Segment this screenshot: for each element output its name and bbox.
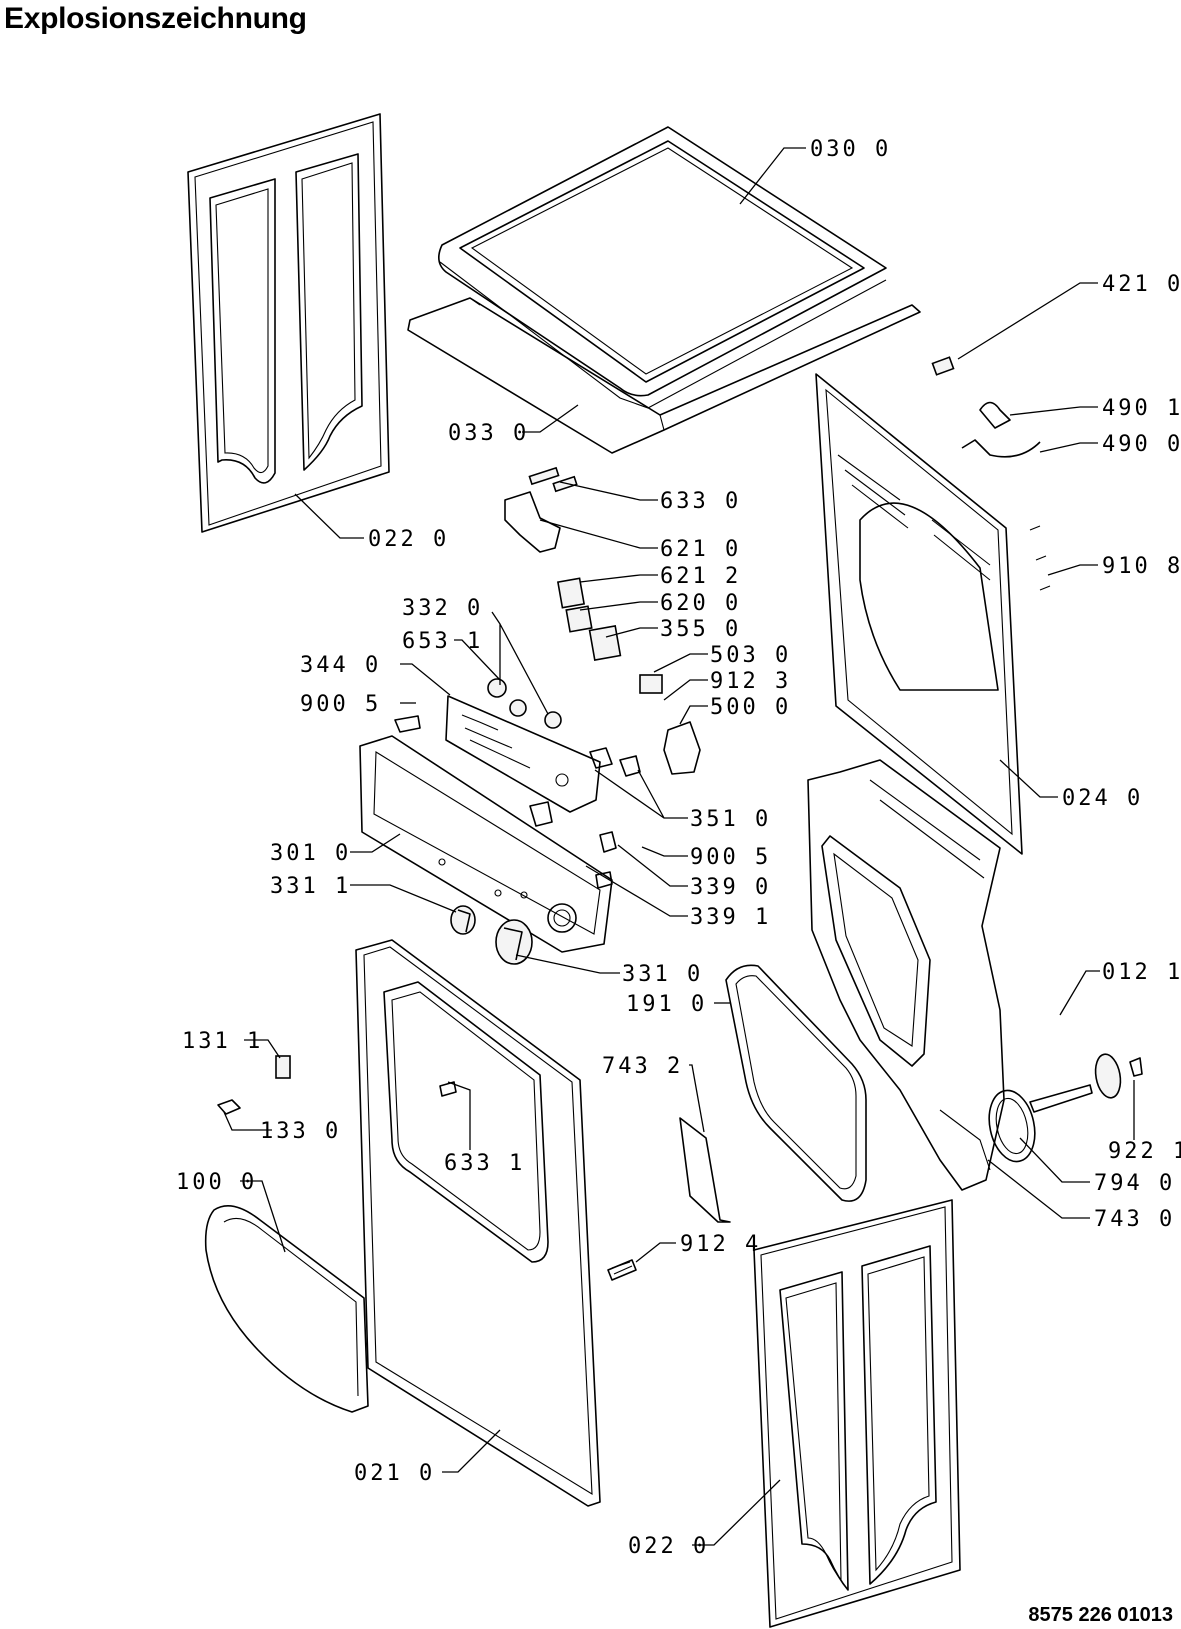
rear-panel	[815, 373, 1023, 855]
control-panel	[359, 735, 617, 953]
callout-910-8: 910 8	[1102, 554, 1181, 579]
control-panel-frame	[394, 695, 641, 813]
callout-743-2: 743 2	[602, 1054, 683, 1079]
callout-653-1: 653 1	[402, 629, 483, 654]
top-tray	[407, 297, 921, 454]
callout-191-0: 191 0	[626, 992, 707, 1017]
leader-lines	[223, 147, 1135, 1546]
callout-012-1: 012 1	[1102, 960, 1181, 985]
callout-022-0-bottom: 022 0	[628, 1534, 709, 1559]
electronics-cluster	[487, 466, 701, 775]
callout-339-1: 339 1	[690, 905, 771, 930]
document-number: 8575 226 01013	[1028, 1604, 1173, 1626]
callout-633-1: 633 1	[444, 1151, 525, 1176]
callout-331-1: 331 1	[270, 874, 351, 899]
callout-621-2: 621 2	[660, 564, 741, 589]
callout-131-1: 131 1	[182, 1029, 263, 1054]
callout-490-0: 490 0	[1102, 432, 1181, 457]
callout-355-0: 355 0	[660, 617, 741, 642]
callout-332-0: 332 0	[402, 596, 483, 621]
callout-351-0: 351 0	[690, 807, 771, 832]
kick-plate	[204, 1204, 369, 1413]
callout-100-0: 100 0	[176, 1170, 257, 1195]
callout-922-1: 922 1	[1108, 1139, 1181, 1164]
small-parts-bottom-left	[217, 1055, 291, 1115]
side-panel-right	[753, 1199, 961, 1628]
callout-344-0: 344 0	[300, 653, 381, 678]
callout-030-0: 030 0	[810, 137, 891, 162]
callout-490-1: 490 1	[1102, 396, 1181, 421]
side-panel-left	[187, 113, 390, 533]
callout-331-0: 331 0	[622, 962, 703, 987]
top-cover	[438, 126, 887, 409]
callout-503-0: 503 0	[710, 643, 791, 668]
callout-021-0: 021 0	[354, 1461, 435, 1486]
drum-assembly	[807, 759, 1005, 1191]
callout-621-0: 621 0	[660, 537, 741, 562]
front-panel	[355, 939, 601, 1507]
filter-sheet	[679, 1117, 731, 1223]
screw-912-4	[607, 1259, 637, 1281]
callout-labels: 030 0 421 0 490 1 490 0 033 0 633 0 022 …	[176, 137, 1181, 1559]
page-title: Explosionszeichnung	[4, 2, 307, 35]
callout-500-0: 500 0	[710, 695, 791, 720]
knobs	[450, 905, 533, 965]
callout-912-4: 912 4	[680, 1232, 761, 1257]
callout-421-0: 421 0	[1102, 272, 1181, 297]
callout-633-0: 633 0	[660, 489, 741, 514]
callout-339-0: 339 0	[690, 875, 771, 900]
callout-900-5-left: 900 5	[300, 692, 381, 717]
callout-033-0: 033 0	[448, 421, 529, 446]
fan-and-ring	[988, 1053, 1143, 1163]
callout-133-0: 133 0	[260, 1119, 341, 1144]
callout-900-5-right: 900 5	[690, 845, 771, 870]
callout-620-0: 620 0	[660, 591, 741, 616]
callout-024-0: 024 0	[1062, 786, 1143, 811]
callout-794-0: 794 0	[1094, 1171, 1175, 1196]
callout-912-3: 912 3	[710, 669, 791, 694]
callout-301-0: 301 0	[270, 841, 351, 866]
small-parts-top-right	[931, 356, 1051, 591]
callout-743-0: 743 0	[1094, 1207, 1175, 1232]
callout-022-0-top: 022 0	[368, 527, 449, 552]
door-seal	[725, 964, 867, 1202]
